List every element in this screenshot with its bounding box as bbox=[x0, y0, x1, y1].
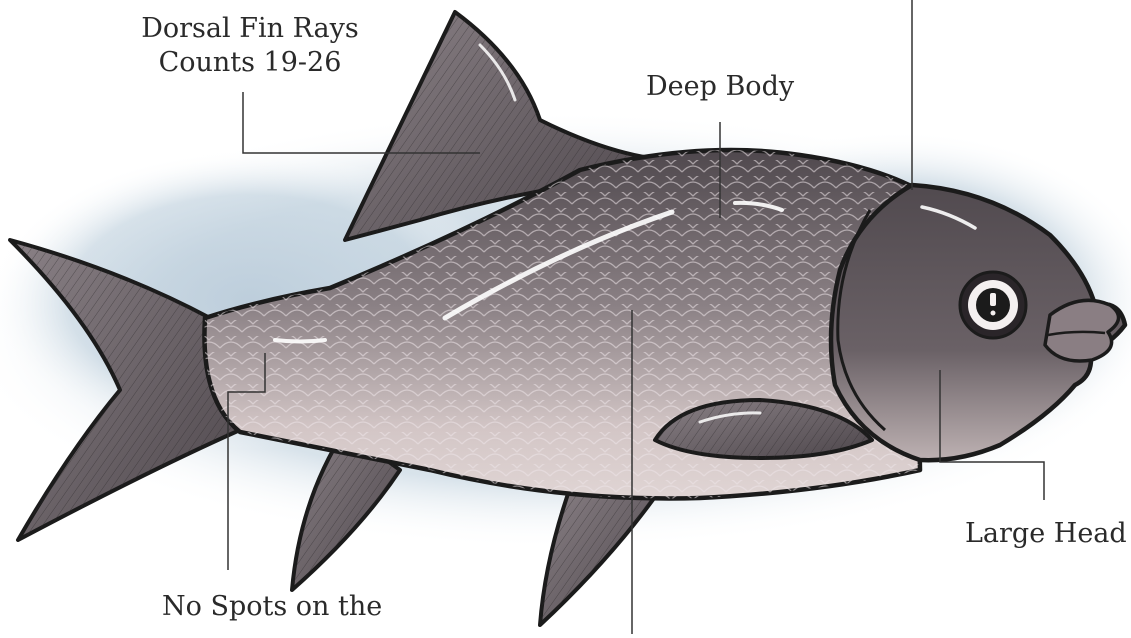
label-deep-body: Deep Body bbox=[646, 70, 794, 104]
label-large-head: Large Head bbox=[965, 517, 1127, 551]
label-no-spots: No Spots on the bbox=[162, 590, 382, 624]
label-dorsal-fin-line1: Dorsal Fin Rays bbox=[132, 12, 368, 46]
label-dorsal-fin-rays: Dorsal Fin Rays Counts 19-26 bbox=[132, 12, 368, 80]
label-dorsal-fin-line2: Counts 19-26 bbox=[132, 46, 368, 80]
fish-eye bbox=[960, 272, 1026, 338]
